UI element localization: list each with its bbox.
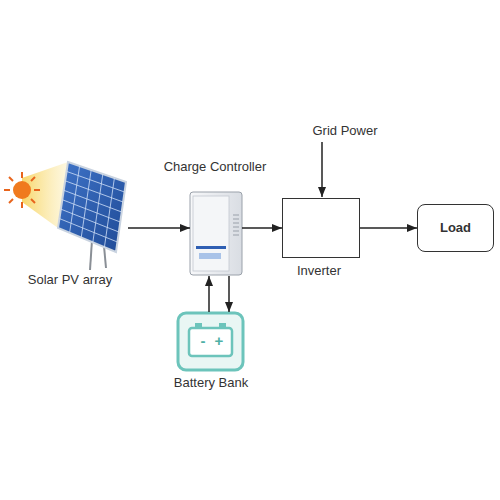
controller-vents: [233, 215, 239, 235]
charge-controller: Charge Controller: [190, 192, 242, 275]
grid-power-label: Grid Power: [312, 123, 377, 139]
controller-housing: [190, 192, 242, 275]
controller-strip: [196, 246, 226, 249]
sun: [4, 172, 40, 208]
sun-disc: [13, 181, 31, 199]
battery-bank: Battery Bank: [178, 313, 243, 370]
flow-arrow: [208, 276, 210, 312]
battery-frame: [178, 313, 243, 370]
grid-arrow: [321, 142, 323, 197]
node-label: Solar PV array: [28, 272, 113, 288]
panel-grid: [59, 166, 124, 247]
battery-body: [189, 328, 232, 356]
load-box: Load: [417, 204, 494, 252]
node-label: Battery Bank: [174, 375, 248, 391]
flow-arrow: [242, 227, 282, 229]
controller-display: [199, 253, 221, 259]
flow-arrow: [360, 227, 417, 229]
inverter-box: Inverter: [282, 198, 360, 258]
flow-arrow: [228, 276, 230, 312]
flow-arrow: [128, 227, 190, 229]
node-label: Inverter: [297, 263, 341, 279]
solar-panel: [58, 162, 126, 252]
box-text: Load: [440, 220, 471, 236]
battery-minus: -: [201, 333, 206, 349]
controller-front: [193, 196, 229, 271]
node-label: Charge Controller: [164, 159, 267, 175]
inverter-diagonal: [283, 199, 359, 257]
battery-plus: +: [215, 333, 224, 349]
solar-array: Solar PV array: [56, 160, 128, 255]
